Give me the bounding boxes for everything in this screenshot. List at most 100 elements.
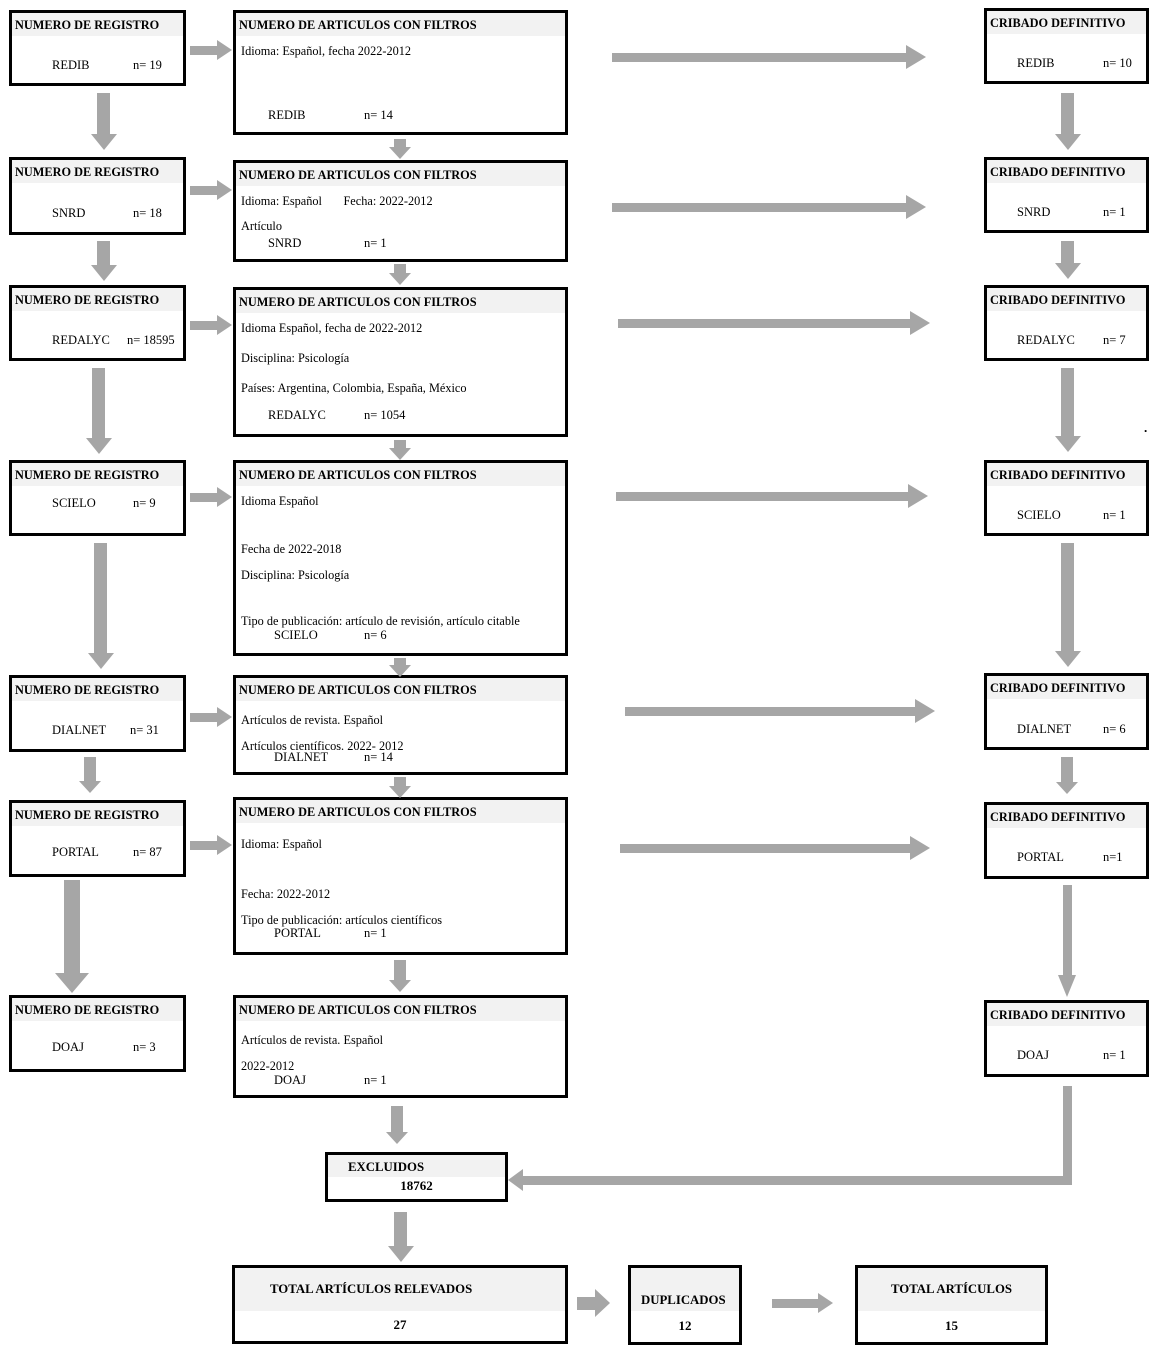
n-value: n= 1 — [364, 236, 387, 250]
n-value: n= 3 — [133, 1040, 156, 1054]
box-title: NUMERO DE REGISTRO — [12, 288, 183, 312]
n-value: n= 6 — [1103, 722, 1126, 736]
n-value: n= 1054 — [364, 408, 406, 422]
filter-line: Disciplina: Psicología — [241, 351, 350, 365]
n-value: n= 6 — [364, 628, 387, 642]
total-articulos-count: 15 — [945, 1318, 958, 1333]
total-relevados-count: 27 — [393, 1317, 407, 1332]
filter-line: Fecha: 2022-2012 — [241, 887, 331, 901]
excluded-count: 18762 — [400, 1178, 433, 1193]
box-title: CRIBADO DEFINITIVO — [987, 11, 1146, 35]
db-name: DOAJ — [52, 1040, 84, 1054]
box-title: NUMERO DE ARTICULOS CON FILTROS — [236, 800, 565, 824]
box-title: NUMERO DE ARTICULOS CON FILTROS — [236, 678, 565, 702]
n-value: n= 14 — [364, 108, 393, 122]
filtros-box-doaj: NUMERO DE ARTICULOS CON FILTROS Artículo… — [233, 995, 568, 1098]
box-title: TOTAL ARTÍCULOS — [890, 1282, 1013, 1296]
n-value: n= 19 — [133, 58, 162, 72]
duplicados-box: DUPLICADOS 12 — [628, 1265, 742, 1345]
db-name: REDALYC — [52, 333, 110, 347]
box-title: DUPLICADOS — [641, 1293, 726, 1307]
filtros-box-portal: NUMERO DE ARTICULOS CON FILTROS Idioma: … — [233, 797, 568, 955]
filter-line: Disciplina: Psicología — [241, 568, 350, 582]
box-title: NUMERO DE REGISTRO — [12, 463, 183, 487]
filtros-box-redalyc: NUMERO DE ARTICULOS CON FILTROS Idioma E… — [233, 287, 568, 437]
box-title: NUMERO DE ARTICULOS CON FILTROS — [236, 13, 565, 37]
box-title: NUMERO DE ARTICULOS CON FILTROS — [236, 998, 565, 1022]
n-value: n= 10 — [1103, 56, 1132, 70]
n-value: n= 18 — [133, 206, 162, 220]
filter-line: 2022-2012 — [241, 1059, 295, 1073]
cribado-box-dialnet: CRIBADO DEFINITIVO DIALNET n= 6 — [984, 673, 1149, 750]
db-name: SNRD — [268, 236, 302, 250]
db-name: REDIB — [52, 58, 90, 72]
n-value: n= 31 — [130, 723, 159, 737]
filter-line: Artículos de revista. Español — [241, 1033, 384, 1047]
filtros-box-scielo: NUMERO DE ARTICULOS CON FILTROS Idioma E… — [233, 460, 568, 656]
filter-line: Países: Argentina, Colombia, España, Méx… — [241, 381, 467, 395]
box-title: NUMERO DE ARTICULOS CON FILTROS — [236, 290, 565, 314]
duplicados-count: 12 — [678, 1318, 692, 1333]
box-title: NUMERO DE REGISTRO — [12, 678, 183, 702]
db-name: DIALNET — [52, 723, 107, 737]
filtros-box-snrd: NUMERO DE ARTICULOS CON FILTROS Idioma: … — [233, 160, 568, 262]
box-title: NUMERO DE ARTICULOS CON FILTROS — [236, 163, 565, 187]
db-name: DOAJ — [274, 1073, 306, 1087]
box-title: CRIBADO DEFINITIVO — [987, 160, 1146, 184]
db-name: DOAJ — [1017, 1048, 1049, 1062]
db-name: REDALYC — [268, 408, 326, 422]
total-articulos-box: TOTAL ARTÍCULOS 15 — [855, 1265, 1048, 1345]
box-title: CRIBADO DEFINITIVO — [987, 1003, 1146, 1027]
total-relevados-box: TOTAL ARTÍCULOS RELEVADOS 27 — [232, 1265, 568, 1344]
filter-line: Artículos científicos. 2022- 2012 — [241, 739, 404, 753]
filter-line: Artículo — [241, 219, 282, 233]
registro-box-scielo: NUMERO DE REGISTRO SCIELO n= 9 — [9, 460, 186, 536]
box-title: NUMERO DE ARTICULOS CON FILTROS — [236, 463, 565, 487]
filter-line: Idioma Español, fecha de 2022-2012 — [241, 321, 423, 335]
db-name: REDALYC — [1017, 333, 1075, 347]
box-title: CRIBADO DEFINITIVO — [987, 676, 1146, 700]
box-title: EXCLUIDOS — [328, 1155, 505, 1177]
box-title: CRIBADO DEFINITIVO — [987, 288, 1146, 312]
n-value: n= 9 — [133, 496, 156, 510]
db-name: SCIELO — [1017, 508, 1061, 522]
n-value: n= 87 — [133, 845, 162, 859]
filtros-box-redib: NUMERO DE ARTICULOS CON FILTROS Idioma: … — [233, 10, 568, 135]
db-name: DIALNET — [274, 750, 329, 764]
db-name: SCIELO — [52, 496, 96, 510]
db-name: DIALNET — [1017, 722, 1072, 736]
n-value: n= 1 — [364, 926, 387, 940]
box-title: NUMERO DE REGISTRO — [12, 803, 183, 827]
filter-line: Artículos de revista. Español — [241, 713, 384, 727]
filter-line: Idioma Español — [241, 494, 319, 508]
registro-box-redib: NUMERO DE REGISTRO REDIB n= 19 — [9, 10, 186, 86]
db-name: REDIB — [268, 108, 306, 122]
box-title: NUMERO DE REGISTRO — [12, 13, 183, 37]
db-name: PORTAL — [274, 926, 321, 940]
n-value: n= 1 — [364, 1073, 387, 1087]
n-value: n=1 — [1103, 850, 1123, 864]
registro-box-redalyc: NUMERO DE REGISTRO REDALYC n= 18595 — [9, 285, 186, 361]
box-title: CRIBADO DEFINITIVO — [987, 805, 1146, 829]
filter-line: Idioma: Español — [241, 837, 322, 851]
filter-line: Idioma: Español Fecha: 2022-2012 — [241, 194, 433, 208]
stray-dot: . — [1144, 420, 1148, 435]
n-value: n= 1 — [1103, 1048, 1126, 1062]
db-name: SNRD — [1017, 205, 1051, 219]
registro-box-dialnet: NUMERO DE REGISTRO DIALNET n= 31 — [9, 675, 186, 752]
filter-line: Tipo de publicación: artículos científic… — [241, 913, 443, 927]
n-value: n= 18595 — [127, 333, 175, 347]
n-value: n= 14 — [364, 750, 393, 764]
filter-line: Tipo de publicación: artículo de revisió… — [241, 614, 520, 628]
n-value: n= 1 — [1103, 508, 1126, 522]
db-name: SNRD — [52, 206, 86, 220]
